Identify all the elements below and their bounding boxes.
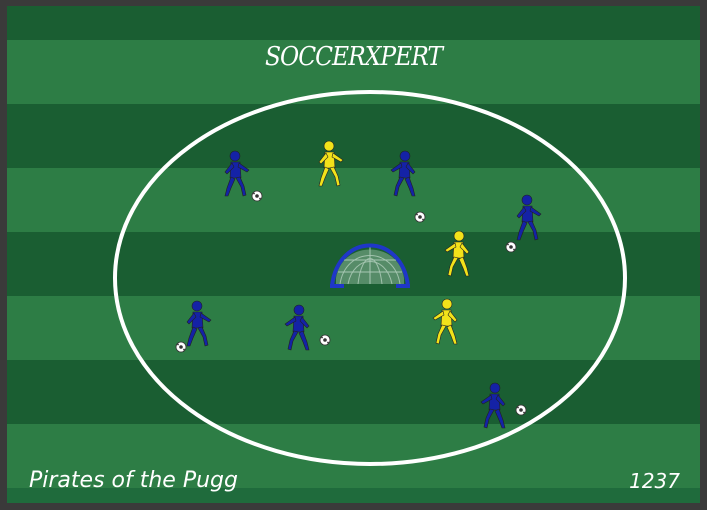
grass-stripe — [7, 104, 700, 168]
soccer-ball-icon — [320, 335, 330, 345]
drill-title: Pirates of the Pugg — [29, 468, 238, 493]
soccer-ball-icon — [506, 242, 516, 252]
grass-stripes — [7, 6, 700, 488]
soccer-ball-icon — [516, 405, 526, 415]
soccer-ball-icon — [252, 191, 262, 201]
grass-stripe — [7, 168, 700, 232]
grass-stripe — [7, 296, 700, 360]
soccer-field — [7, 6, 700, 503]
grass-stripe — [7, 6, 700, 40]
soccerxpert-logo: SOCCERXPERT — [7, 42, 700, 72]
grass-stripe — [7, 360, 700, 424]
drill-code: 1237 — [629, 469, 680, 493]
soccer-ball-icon — [415, 212, 425, 222]
soccer-ball-icon — [176, 342, 186, 352]
